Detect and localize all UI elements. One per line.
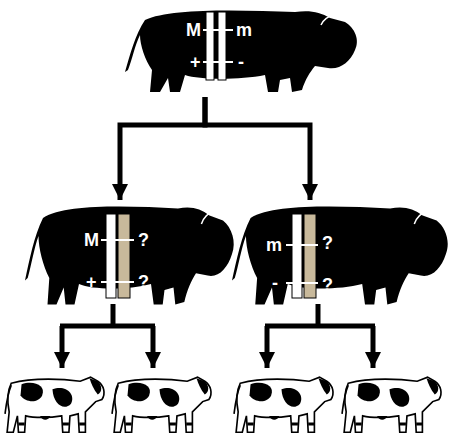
allele-label: ? (138, 273, 149, 291)
inheritance-arrow (120, 97, 205, 200)
cow-figure (342, 377, 441, 432)
allele-label: - (272, 274, 278, 292)
allele-label: - (238, 53, 244, 71)
inheritance-arrow (205, 97, 310, 200)
allele-label: ? (138, 231, 149, 249)
bull-figure (125, 10, 357, 92)
chromosome-pair (286, 214, 318, 298)
allele-label: m (266, 236, 282, 254)
bull-figure (232, 207, 448, 305)
bull-figure (25, 207, 234, 305)
chromosome-pair (203, 12, 233, 80)
allele-label: + (190, 53, 201, 71)
chromosome-pair (101, 214, 134, 298)
cow-figure (112, 377, 211, 432)
cow-figure (5, 377, 104, 432)
cow-figure (234, 377, 333, 432)
allele-label: M (186, 21, 201, 39)
allele-label: + (86, 273, 97, 291)
son-bull: M? +? (25, 200, 232, 306)
allele-label: ? (322, 234, 333, 252)
allele-label: m (236, 21, 252, 39)
offspring-arrows (60, 304, 375, 368)
son-bull: m? -? (232, 200, 446, 306)
allele-label: ? (322, 276, 333, 294)
allele-label: M (84, 231, 99, 249)
sire-bull: Mm + - (125, 5, 357, 97)
